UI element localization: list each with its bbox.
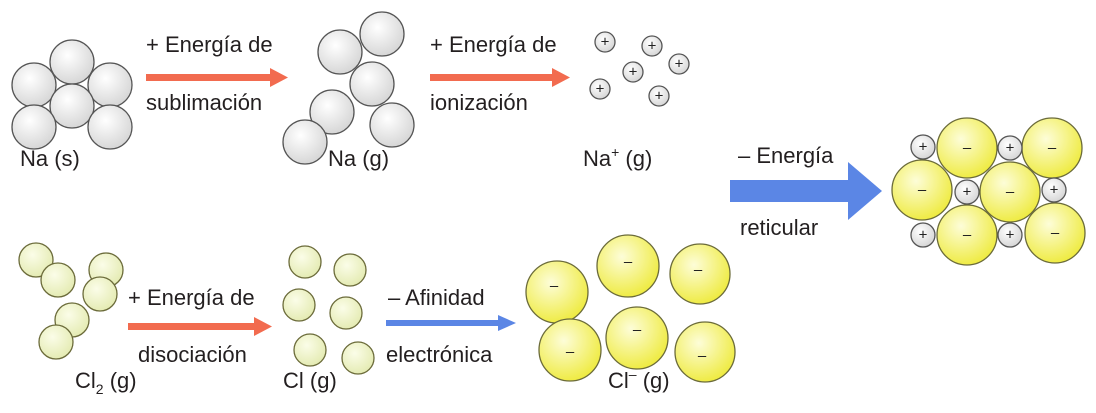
sublimation-line1: + Energía de: [146, 32, 273, 57]
svg-text:+: +: [919, 227, 928, 244]
label-cl-gas: Cl (g): [283, 368, 337, 393]
label-cl2: Cl2 (g): [75, 368, 137, 397]
svg-text:+: +: [1050, 182, 1059, 199]
sodium-gas-atoms: [282, 11, 415, 165]
chlorine-atoms: [282, 245, 375, 375]
ionization-line2: ionización: [430, 90, 528, 115]
svg-text:–: –: [918, 182, 927, 199]
lattice-line1: – Energía: [738, 143, 834, 168]
svg-text:–: –: [1006, 184, 1015, 201]
svg-text:–: –: [550, 278, 559, 295]
svg-text:+: +: [648, 38, 657, 55]
chlorine-molecules: [18, 242, 124, 360]
svg-text:–: –: [963, 140, 972, 157]
chloride-ions: – – – – – –: [525, 234, 736, 383]
ionization-line1: + Energía de: [430, 32, 557, 57]
nacl-lattice: – – – – – – + + + + + +: [891, 117, 1086, 266]
svg-text:–: –: [694, 262, 703, 279]
svg-text:+: +: [919, 139, 928, 156]
lattice-arrow: [730, 162, 882, 220]
dissociation-line2: disociación: [138, 342, 247, 367]
sodium-ions: + + + + + +: [589, 31, 690, 107]
svg-text:+: +: [1006, 140, 1015, 157]
svg-text:–: –: [698, 348, 707, 365]
svg-text:–: –: [1051, 225, 1060, 242]
svg-text:–: –: [963, 227, 972, 244]
svg-text:+: +: [963, 184, 972, 201]
svg-text:+: +: [596, 81, 605, 98]
affinity-line1: – Afinidad: [388, 285, 485, 310]
svg-text:–: –: [624, 254, 633, 271]
dissociation-line1: + Energía de: [128, 285, 255, 310]
ionization-arrow: [430, 68, 570, 87]
svg-text:+: +: [601, 34, 610, 51]
svg-text:–: –: [633, 322, 642, 339]
label-na-solid: Na (s): [20, 146, 80, 171]
svg-text:+: +: [675, 56, 684, 73]
svg-text:+: +: [629, 64, 638, 81]
svg-text:+: +: [1006, 227, 1015, 244]
dissociation-arrow: [128, 317, 272, 336]
sodium-solid-atoms: [11, 39, 133, 150]
label-na-gas: Na (g): [328, 146, 389, 171]
lattice-line2: reticular: [740, 215, 818, 240]
svg-text:+: +: [655, 88, 664, 105]
sublimation-arrow: [146, 68, 288, 87]
svg-text:–: –: [1048, 140, 1057, 157]
svg-text:–: –: [566, 344, 575, 361]
label-cl-ion: Cl– (g): [608, 366, 670, 393]
affinity-arrow: [386, 315, 516, 331]
affinity-line2: electrónica: [386, 342, 493, 367]
label-na-ion: Na+ (g): [583, 144, 652, 171]
sublimation-line2: sublimación: [146, 90, 262, 115]
